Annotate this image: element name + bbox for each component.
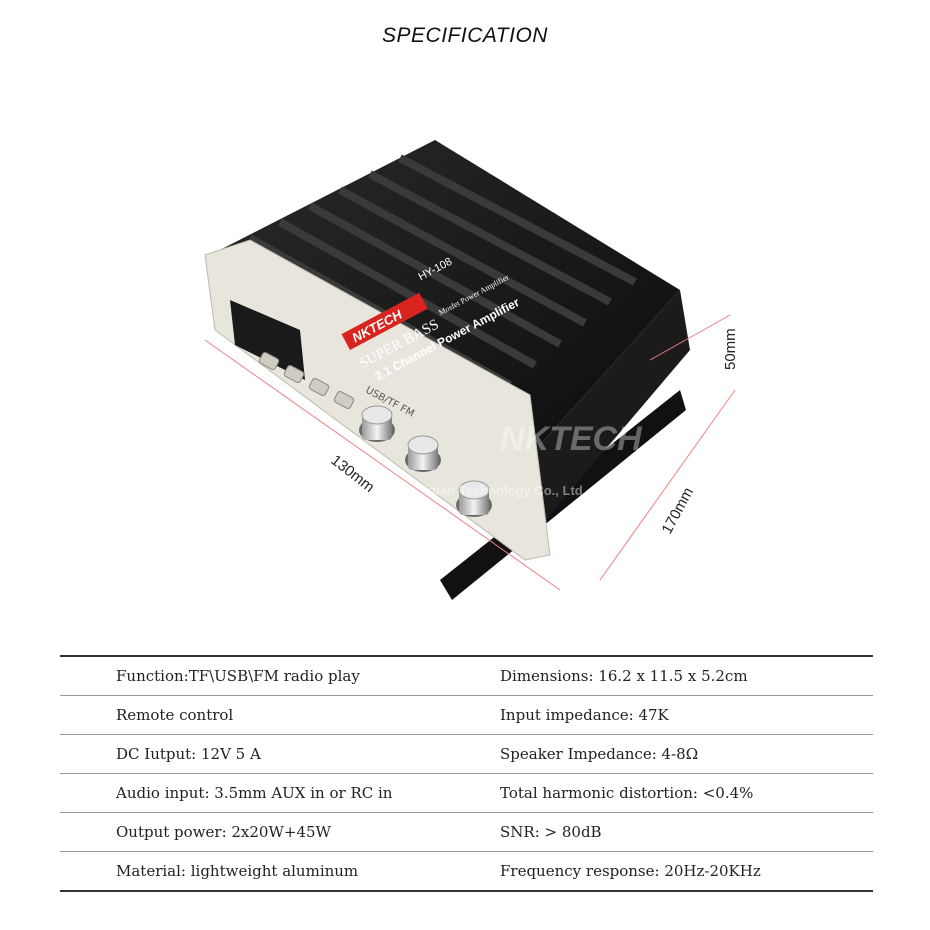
control-buttons	[258, 352, 355, 409]
bass-knob	[456, 480, 492, 517]
spec-cell: Total harmonic distortion: <0.4%	[500, 773, 873, 813]
spec-cell: Material: lightweight aluminum	[60, 851, 500, 892]
width-dimension-line	[599, 389, 736, 581]
table-row: Audio input: 3.5mm AUX in or RC in Total…	[60, 773, 873, 813]
brand-logo	[341, 292, 428, 350]
spec-cell: DC Iutput: 12V 5 A	[60, 734, 500, 774]
spec-cell: Dimensions: 16.2 x 11.5 x 5.2cm	[500, 655, 873, 696]
spec-cell: Function:TF\USB\FM radio play	[60, 655, 500, 696]
spec-cell: Audio input: 3.5mm AUX in or RC in	[60, 773, 500, 813]
spec-cell: Remote control	[60, 695, 500, 735]
height-dimension-label: 50mm	[722, 328, 739, 370]
watermark-subtext: Shenzhen Nkechuan Technology Co., Ltd	[328, 483, 583, 498]
spec-cell: Frequency response: 20Hz-20KHz	[500, 851, 873, 892]
amplifier-product-image: USB/TF FM NKTECH HY-108 SUPER BASS Mosfe…	[204, 140, 739, 600]
spec-cell: Input impedance: 47K	[500, 695, 873, 735]
treble-knob	[405, 435, 441, 472]
display-window	[230, 300, 305, 380]
page-title: SPECIFICATION	[382, 24, 548, 47]
front-panel	[204, 239, 551, 561]
table-row: Output power: 2x20W+45W SNR: > 80dB	[60, 812, 873, 852]
table-row: DC Iutput: 12V 5 A Speaker Impedance: 4-…	[60, 734, 873, 774]
spec-cell: Speaker Impedance: 4-8Ω	[500, 734, 873, 774]
width-dimension-label: 170mm	[659, 485, 697, 537]
table-row: Remote control Input impedance: 47K	[60, 695, 873, 735]
spec-cell: SNR: > 80dB	[500, 812, 873, 852]
volume-knob	[359, 405, 395, 442]
table-row: Material: lightweight aluminum Frequency…	[60, 851, 873, 892]
length-dimension-line	[204, 339, 561, 591]
specification-table: Function:TF\USB\FM radio play Dimensions…	[60, 655, 873, 892]
spec-cell: Output power: 2x20W+45W	[60, 812, 500, 852]
height-dimension-line	[649, 314, 731, 361]
amplifier-body	[210, 140, 680, 500]
table-row: Function:TF\USB\FM radio play Dimensions…	[60, 655, 873, 696]
watermark-logo: NKTECH	[500, 420, 643, 458]
